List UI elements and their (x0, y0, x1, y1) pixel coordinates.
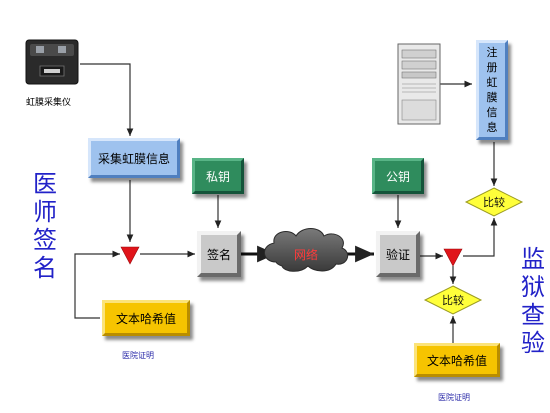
private-key-box: 私钥 (192, 158, 244, 194)
iris-scanner-icon (25, 39, 79, 85)
merge-triangle-right (443, 248, 463, 267)
arrow-hash-to-merge (74, 250, 120, 319)
collect-iris-box: 采集虹膜信息 (88, 138, 180, 178)
compare-top-label: 比较 (483, 195, 505, 209)
device-label: 虹膜采集仪 (26, 98, 72, 108)
public-key-box: 公钥 (372, 158, 424, 194)
merge-triangle-left (120, 246, 140, 265)
hash-value-box-right: 文本哈希值 (414, 343, 500, 377)
left-title: 医 师 签 名 (33, 170, 57, 282)
sign-box: 签名 (197, 231, 241, 277)
hospital-proof-right: 医院证明 (438, 393, 470, 402)
server-icon (397, 43, 441, 125)
arrow-device-to-collect (80, 63, 134, 136)
network-cloud: 网络 (264, 228, 349, 272)
hospital-proof-left: 医院证明 (122, 351, 154, 360)
compare-bottom-label: 比较 (442, 293, 464, 307)
registered-iris-box: 注 册 虹 膜 信 息 (476, 40, 508, 140)
hash-value-box-left: 文本哈希值 (102, 300, 190, 336)
verify-box: 验证 (376, 231, 420, 277)
network-label: 网络 (294, 247, 318, 262)
compare-diamond-bottom (423, 285, 483, 315)
compare-diamond-top (464, 187, 524, 217)
arrow-merge-to-compare-top (463, 218, 498, 257)
right-title: 监 狱 查 验 (521, 245, 545, 357)
